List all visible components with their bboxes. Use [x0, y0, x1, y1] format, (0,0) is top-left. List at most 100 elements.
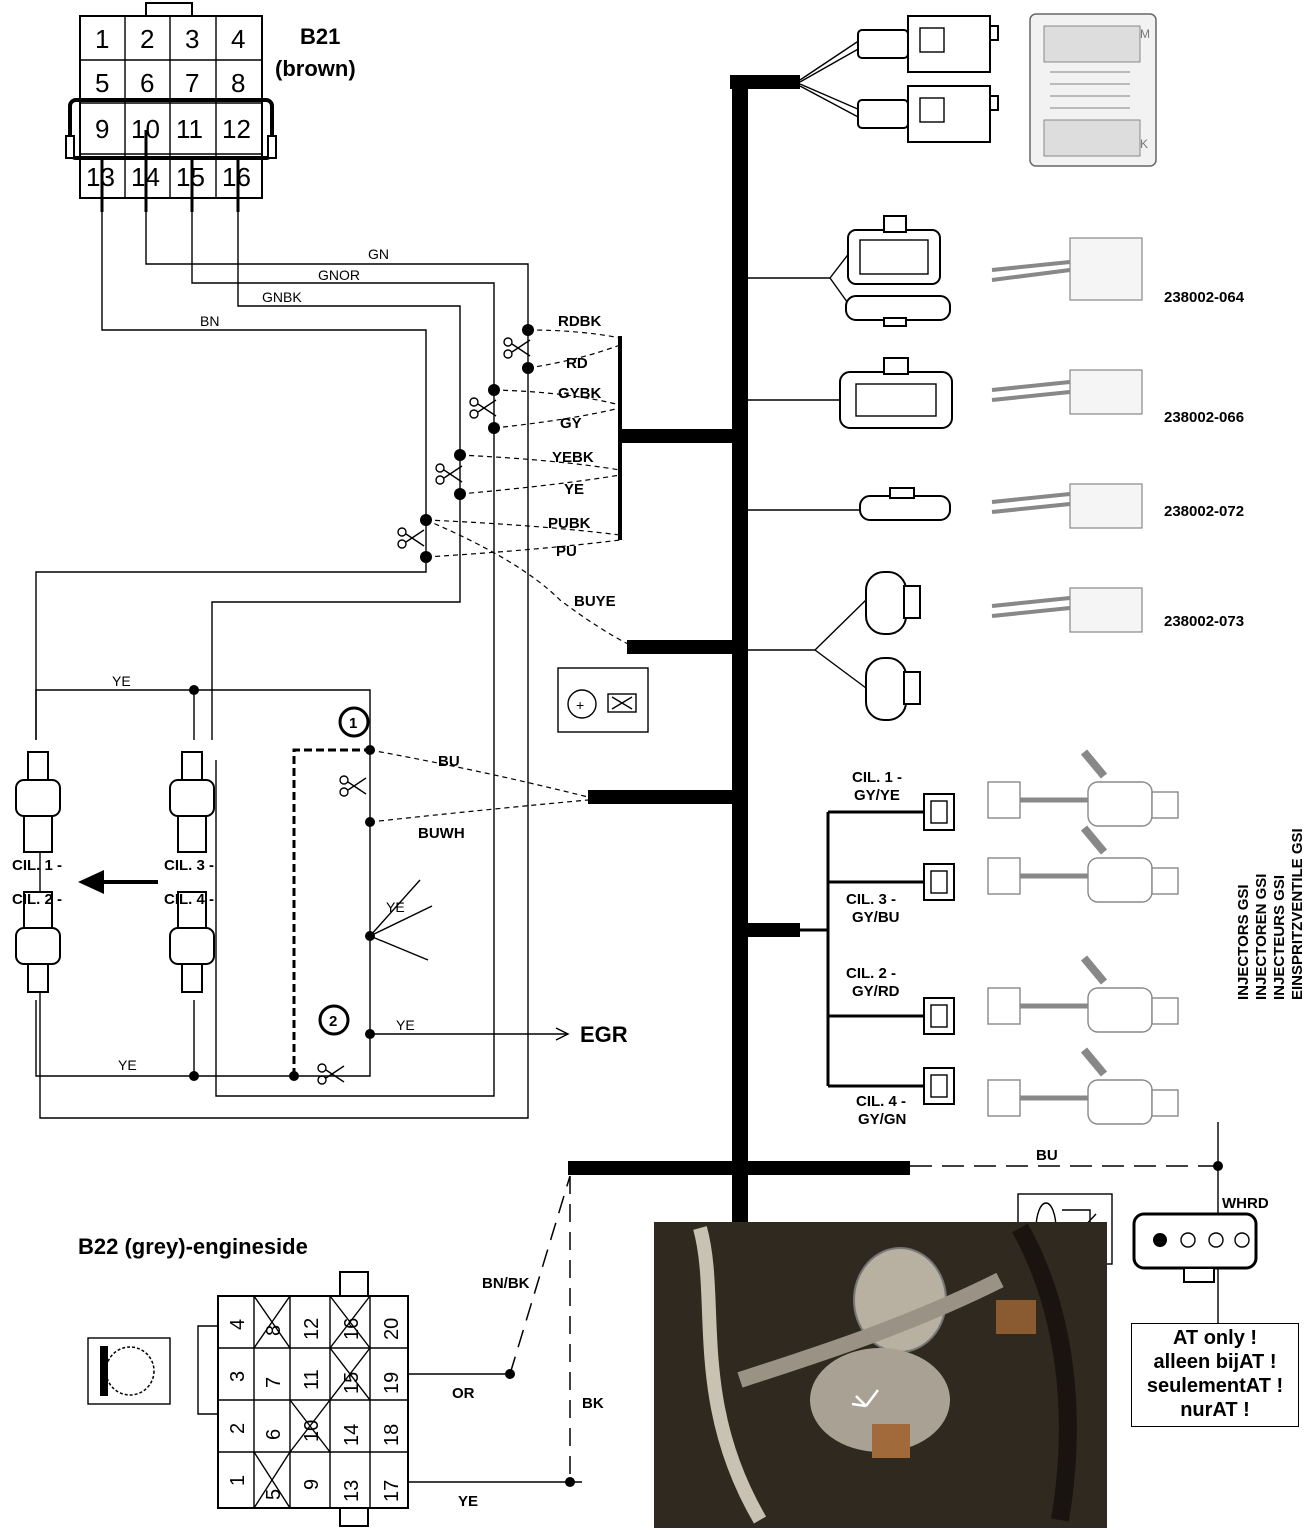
injector-icon — [15, 751, 61, 853]
scissors-icon — [435, 463, 463, 485]
injector-label: INJECTOREN GSI — [1253, 874, 1270, 1000]
b21-pin: 3 — [185, 24, 199, 54]
wire-label-yebk: YEBK — [552, 449, 594, 466]
b22-pin: 13 — [341, 1480, 363, 1502]
scissors-icon — [397, 527, 425, 549]
arrow-icon — [851, 1389, 879, 1408]
at-only-note: AT only ! alleen bijAT ! seulementAT ! n… — [1131, 1323, 1299, 1427]
wire-label-pubk: PUBK — [548, 515, 591, 532]
b21-pin: 13 — [86, 162, 115, 192]
b22-pin: 8 — [263, 1325, 285, 1336]
b21-title: B21 — [300, 24, 340, 49]
b22-pin: 18 — [381, 1424, 403, 1446]
b21-wires: GN GNOR GNBK BN — [35, 212, 529, 1119]
engine-photo — [654, 1222, 1107, 1528]
note-line: seulementAT ! — [1146, 1375, 1284, 1397]
b22-pin: 17 — [381, 1480, 403, 1502]
b22-pin: 11 — [301, 1369, 323, 1390]
module-connector-072: 238002-072 — [859, 483, 1244, 529]
egr-label: EGR — [580, 1022, 628, 1047]
injector-label: INJECTEURS GSI — [1271, 875, 1288, 1000]
module-connector-066: 238002-066 — [839, 357, 1244, 429]
module-connector-064: 238002-064 — [829, 215, 1245, 327]
cylinder-label: CIL. 3 - — [164, 857, 214, 874]
injector-label: INJECTORS GSI — [1235, 884, 1252, 1000]
svg-text:+: + — [576, 697, 584, 713]
b21-pin: 7 — [185, 68, 199, 98]
b22-pin: 12 — [301, 1318, 323, 1340]
wire-label-gnbk: GNBK — [262, 289, 302, 305]
injector-branch — [800, 810, 924, 1088]
part-number: 238002-064 — [1164, 289, 1245, 306]
cylinder-label: CIL. 4 - — [164, 891, 214, 908]
injector-connector — [923, 793, 955, 831]
wire-label-ye: YE — [564, 481, 584, 498]
wire-label-buye: BUYE — [574, 593, 616, 610]
b21-pin: 9 — [95, 114, 109, 144]
injector-connector — [923, 1067, 955, 1105]
injector-connector-color: GY/RD — [852, 983, 900, 1000]
wire-label-rd: RD — [566, 355, 588, 372]
sensor-symbol: + — [557, 667, 649, 733]
injector-connector — [923, 997, 955, 1035]
b21-pin: 5 — [95, 68, 109, 98]
wire-label-or: OR — [452, 1385, 475, 1402]
wire-label-ye-top: YE — [112, 673, 131, 689]
b22-pin: 1 — [227, 1475, 249, 1486]
b21-pin: 4 — [231, 24, 245, 54]
wire-label-bu: BU — [438, 753, 460, 770]
ye-splice: YE — [365, 879, 433, 961]
wire-label-bu-right: BU — [1036, 1147, 1058, 1164]
cut-group-2: 2 YE EGR — [317, 1004, 628, 1085]
part-number: 238002-073 — [1164, 613, 1244, 630]
b22-pin: 2 — [227, 1423, 249, 1434]
wire-label-ye-bottom: YE — [118, 1057, 137, 1073]
b22-pin: 9 — [301, 1479, 323, 1490]
scissors-icon — [339, 775, 367, 797]
part-number: 238002-072 — [1164, 503, 1244, 520]
ecu-letter-top: M — [1140, 27, 1150, 41]
cylinder-label: CIL. 2 - — [12, 891, 62, 908]
gsi-injector-icon — [987, 955, 1179, 1033]
b22-pin: 3 — [227, 1371, 249, 1382]
b22-title: B22 (grey)-engineside — [78, 1234, 308, 1259]
connector-b22: B22 (grey)-engineside 1 2 3 4 5 6 7 8 9 … — [78, 1234, 409, 1527]
scissors-icon — [469, 397, 497, 419]
b21-pin: 1 — [95, 24, 109, 54]
cut-group-1: 1 BU BUWH — [338, 706, 589, 842]
marker-1: 1 — [349, 715, 357, 732]
injector-connector-color: GY/BU — [852, 909, 900, 926]
part-number: 238002-066 — [1164, 409, 1244, 426]
b22-wires: BN/BK OR BK YE — [408, 1175, 604, 1510]
b22-pin: 4 — [227, 1319, 249, 1330]
injector-connector-name: CIL. 3 - — [846, 891, 896, 908]
b21-pin: 15 — [176, 162, 205, 192]
bu-wire: BU WHRD — [910, 1122, 1269, 1398]
wire-label-gnor: GNOR — [318, 267, 360, 283]
ecu-connectors — [799, 15, 999, 143]
b21-pin: 2 — [140, 24, 154, 54]
b22-pin: 10 — [301, 1420, 323, 1442]
note-line: AT only ! — [1172, 1327, 1258, 1349]
injector-icon — [169, 751, 215, 853]
b21-pin: 8 — [231, 68, 245, 98]
b21-subtitle: (brown) — [275, 56, 356, 81]
wire-label-pu: PU — [556, 543, 577, 560]
b22-pin: 6 — [263, 1429, 285, 1440]
at-connector — [1132, 1212, 1258, 1283]
wire-label-bk: BK — [582, 1395, 604, 1412]
b22-pin: 19 — [381, 1372, 403, 1394]
injector-connector-color: GY/YE — [854, 787, 900, 804]
b22-pin: 16 — [341, 1318, 363, 1340]
wire-label-gybk: GYBK — [558, 385, 602, 402]
injector-label: EINSPRITZVENTILE GSI — [1289, 828, 1304, 1000]
ecu-letter-bottom: K — [1140, 137, 1148, 151]
wire-label-gn: GN — [368, 246, 389, 262]
b21-pin: 16 — [222, 162, 251, 192]
connector-b21: 1 2 3 4 5 6 7 8 9 10 11 12 13 14 15 16 B… — [65, 2, 356, 212]
b22-pin: 20 — [381, 1318, 403, 1340]
b22-pin: 15 — [341, 1372, 363, 1394]
scissors-icon — [317, 1063, 345, 1085]
main-harness — [568, 75, 910, 1226]
